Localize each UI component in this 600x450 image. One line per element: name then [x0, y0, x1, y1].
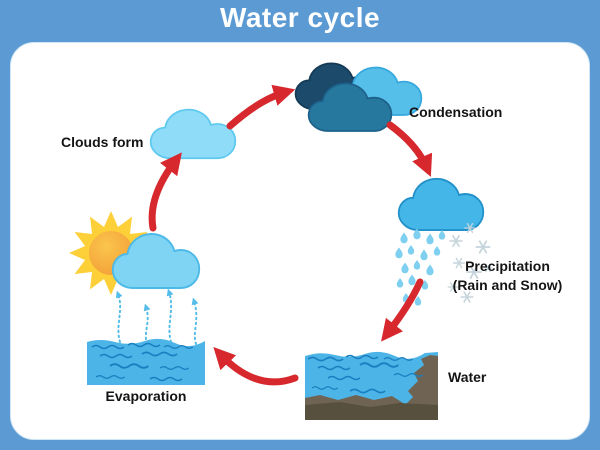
arrow-clouds-to-condensation [226, 84, 296, 130]
water-body [305, 351, 438, 420]
evaporation-pool [87, 338, 205, 385]
condensation-clouds-icon [294, 62, 423, 132]
water-label: Water [448, 369, 487, 385]
shore-slope [396, 355, 438, 418]
arrow-water-to-evaporation [213, 346, 299, 386]
cycle-arrows [148, 84, 433, 386]
clouds-form-cloud-icon [149, 108, 237, 160]
arrow-condensation-to-precipitation [386, 121, 433, 177]
evaporation-label: Evaporation [105, 388, 187, 404]
precipitation-label-line2: (Rain and Snow) [452, 277, 563, 293]
precipitation-cloud-icon [397, 177, 485, 232]
ground-dark [305, 402, 438, 420]
precipitation-label-line1: Precipitation [465, 258, 550, 274]
vapor-arrows-icon [115, 288, 199, 345]
arrow-evaporation-to-clouds [148, 152, 182, 232]
arrow-precipitation-to-water [381, 278, 424, 342]
clouds-form-label: Clouds form [61, 134, 144, 150]
condensation-label: Condensation [409, 104, 503, 120]
page-title: Water cycle [219, 2, 381, 33]
precipitation-label: Precipitation (Rain and Snow) [440, 257, 575, 295]
rain-drops-icon [395, 228, 446, 317]
